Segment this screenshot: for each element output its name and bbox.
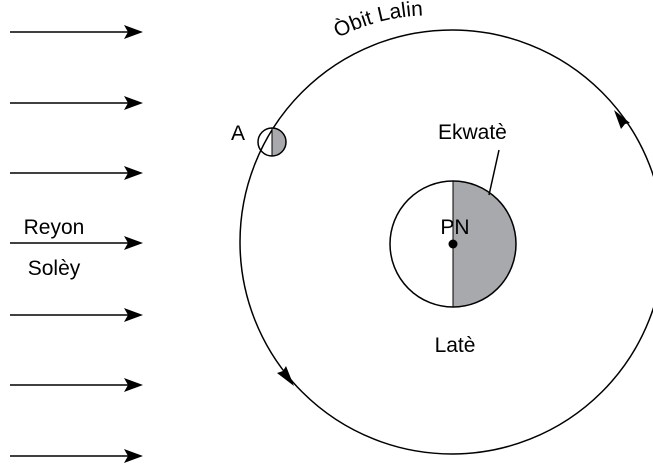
moon-orbit [239, 29, 653, 455]
sun-ray-arrow [10, 378, 143, 392]
sun-ray-arrow [10, 449, 143, 463]
north-pole-dot [448, 239, 458, 249]
north-pole-label: PN [440, 216, 469, 239]
sun-rays [10, 25, 143, 463]
sun-ray-arrow [10, 96, 143, 110]
sun-ray-arrow [10, 166, 143, 180]
moon [257, 127, 287, 157]
equator-label: Ekwatè [438, 121, 507, 144]
earth-label: Latè [435, 334, 476, 357]
orbit-label: Òbit Lalin [330, 0, 423, 42]
earth [389, 180, 517, 308]
sun-ray-arrow [10, 236, 143, 250]
sun-rays-label-line2: Solèy [28, 257, 81, 280]
orbit-direction-arrow [277, 366, 294, 386]
sun-ray-arrow [10, 308, 143, 322]
sun-rays-label-line1: Reyon [24, 216, 85, 239]
sun-ray-arrow [10, 25, 143, 39]
orbit-direction-arrow [614, 110, 630, 129]
moon-position-label: A [231, 122, 245, 145]
equator-leader-line [488, 149, 500, 196]
